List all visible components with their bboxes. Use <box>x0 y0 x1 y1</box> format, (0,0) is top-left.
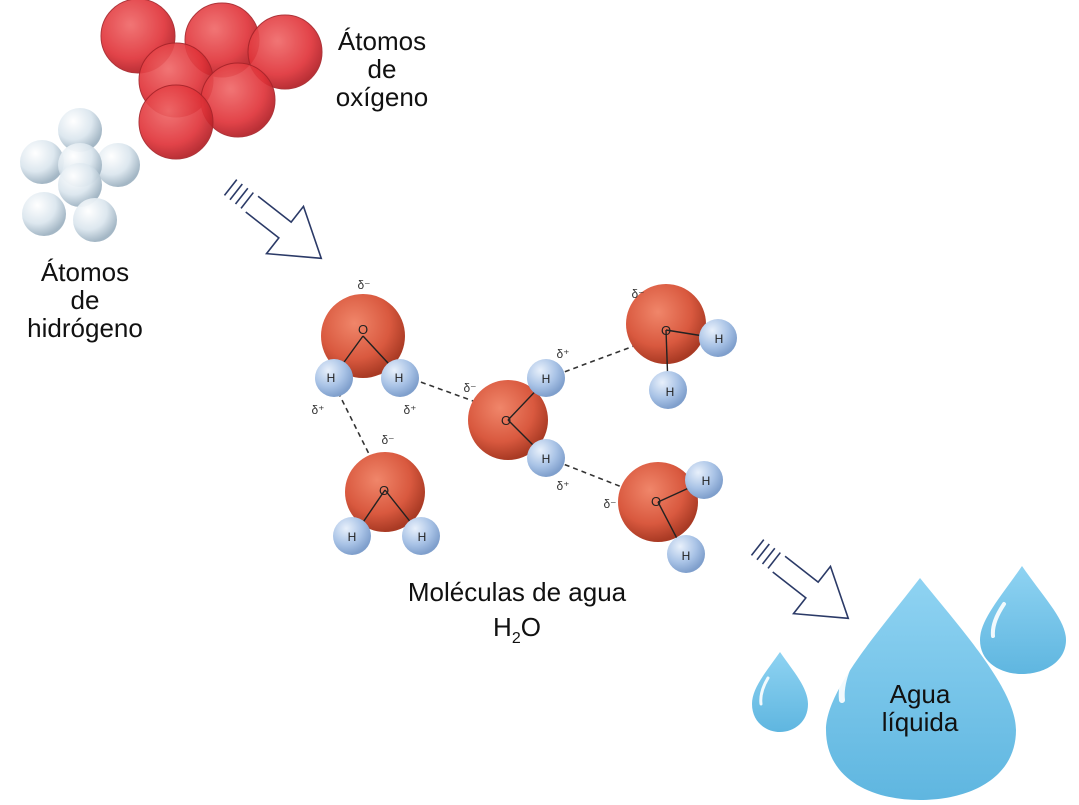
partial-charge-negative: δ⁻ <box>603 497 616 511</box>
formula-o: O <box>521 612 541 642</box>
oxygen-atoms-label: Átomos de oxígeno <box>320 27 444 111</box>
molecule-hydrogen-atom <box>402 517 440 555</box>
hydrogen-atoms-cluster <box>20 108 140 242</box>
oxygen-symbol: O <box>501 413 511 428</box>
hydrogen-atom <box>22 192 66 236</box>
water-molecule: O H H δ⁻ <box>603 461 723 573</box>
partial-charge-negative: δ⁻ <box>357 278 370 292</box>
partial-charge-positive: δ⁺ <box>556 347 569 361</box>
hydrogen-symbol: H <box>327 371 336 385</box>
hydrogen-atom <box>58 108 102 152</box>
molecule-hydrogen-atom <box>699 319 737 357</box>
molecule-hydrogen-atom <box>649 371 687 409</box>
oxygen-symbol: O <box>661 323 671 338</box>
water-molecules-label: Moléculas de agua <box>372 578 662 606</box>
molecule-hydrogen-atom <box>667 535 705 573</box>
hydrogen-atom <box>58 163 102 207</box>
molecule-hydrogen-atom <box>333 517 371 555</box>
label-line: líquida <box>881 707 959 737</box>
process-arrow-2 <box>750 539 850 620</box>
hydrogen-atom <box>20 140 64 184</box>
oxygen-symbol: O <box>358 322 368 337</box>
partial-charge-negative: δ⁻ <box>381 433 394 447</box>
water-formula: H2O <box>493 612 541 647</box>
hydrogen-symbol: H <box>702 474 711 488</box>
large-water-drop-icon <box>826 578 1016 800</box>
molecule-hydrogen-atom <box>685 461 723 499</box>
oxygen-symbol: O <box>379 483 389 498</box>
hydrogen-symbol: H <box>348 530 357 544</box>
label-line: de <box>367 54 397 84</box>
formula-subscript: 2 <box>512 630 521 647</box>
hydrogen-symbol: H <box>542 372 551 386</box>
hydrogen-symbol: H <box>715 332 724 346</box>
partial-charge-positive: δ⁺ <box>311 403 324 417</box>
hydrogen-atom <box>73 198 117 242</box>
small-water-drop-left-icon <box>752 652 808 732</box>
hydrogen-bond <box>547 457 656 501</box>
label-line: Agua <box>889 679 951 709</box>
formula-h: H <box>493 612 512 642</box>
liquid-water-label: Agua líquida <box>862 680 978 736</box>
hydrogen-bond <box>333 383 386 487</box>
water-molecule: O H H δ⁻ <box>333 433 440 555</box>
partial-charge-negative: δ⁻ <box>631 287 644 301</box>
process-arrow-1 <box>223 179 323 260</box>
water-molecule: O H H δ⁻ <box>626 284 737 409</box>
oxygen-atom <box>247 14 323 90</box>
oxygen-symbol: O <box>651 494 661 509</box>
hydrogen-symbol: H <box>395 371 404 385</box>
partial-charge-positive: δ⁺ <box>556 479 569 493</box>
label-line: Átomos <box>40 257 130 287</box>
molecule-hydrogen-atom <box>527 439 565 477</box>
oxygen-atoms-cluster <box>100 0 323 160</box>
oxygen-atom <box>138 84 214 160</box>
hydrogen-atoms-label: Átomos de hidrógeno <box>10 258 160 342</box>
molecule-hydrogen-atom <box>315 359 353 397</box>
molecule-oxygen-atom <box>626 284 706 364</box>
label-line: Moléculas de agua <box>407 577 627 607</box>
small-water-drop-right-icon <box>980 566 1066 674</box>
water-molecule: O H H δ⁻ δ⁺ δ⁺ <box>463 347 569 493</box>
partial-charge-positive: δ⁺ <box>403 403 416 417</box>
hydrogen-atom <box>96 143 140 187</box>
hydrogen-symbol: H <box>682 549 691 563</box>
hydrogen-symbol: H <box>542 452 551 466</box>
hydrogen-symbol: H <box>666 385 675 399</box>
label-line: de <box>70 285 100 315</box>
hydrogen-symbol: H <box>418 530 427 544</box>
partial-charge-negative: δ⁻ <box>463 381 476 395</box>
label-line: oxígeno <box>335 82 429 112</box>
water-molecule: O H H δ⁻ δ⁺ δ⁺ <box>311 278 419 417</box>
molecule-hydrogen-atom <box>527 359 565 397</box>
label-line: Átomos <box>337 26 427 56</box>
molecule-oxygen-atom <box>345 452 425 532</box>
molecule-hydrogen-atom <box>381 359 419 397</box>
label-line: hidrógeno <box>27 313 143 343</box>
water-drops <box>752 566 1066 800</box>
hydrogen-bond <box>547 333 667 379</box>
